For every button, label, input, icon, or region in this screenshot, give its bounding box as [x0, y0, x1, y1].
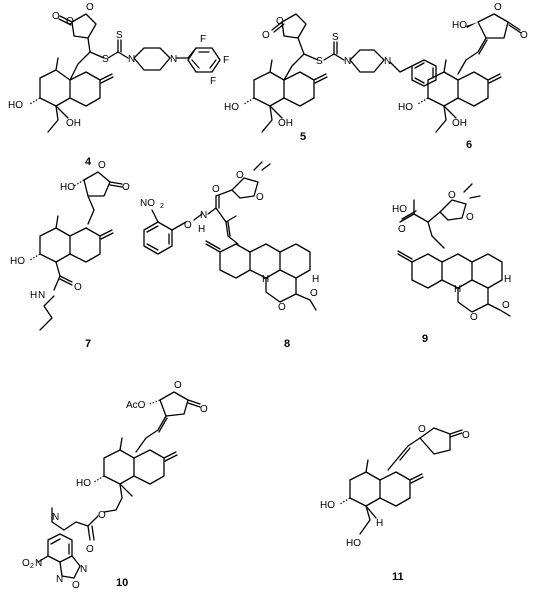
compound-8-oxyamine-n: N	[200, 210, 207, 221]
compound-6-structure: HO O O HO OH	[398, 2, 528, 133]
compound-8-amide-oxygen: O	[212, 184, 220, 195]
compound-4-hydroxyl-label: HO	[8, 100, 23, 111]
compound-6-carbonyl-oxygen: O	[520, 30, 528, 41]
compound-10-acetoxy-label: AcO	[126, 400, 146, 411]
compound-6-ring-oxygen: O	[494, 2, 502, 13]
compound-6-label: 6	[466, 139, 472, 151]
compound-9-acetonide-oxygen-1: O	[470, 312, 478, 323]
compound-4-thione-sulfur: S	[116, 30, 123, 41]
compound-10-ester-oxygen: O	[98, 510, 106, 521]
compound-4-lactone-oxygen: O	[66, 16, 74, 27]
compound-10-hydroxyl-label: HO	[76, 478, 91, 489]
compound-6-hydroxyl-label: HO	[452, 20, 467, 31]
compound-5-ring-oxygen: O	[276, 16, 284, 27]
compound-11-ring-h: H	[376, 518, 383, 529]
compound-4-ring-oxygen: O	[86, 2, 94, 13]
compound-10-oxadiazole-o: O	[72, 580, 80, 591]
compound-10-structure: AcO O O HO O O N N O N O 2 N	[22, 380, 208, 591]
compound-4-carbonyl-oxygen: O	[52, 11, 60, 22]
compound-10-nitro-n: N	[35, 558, 42, 569]
compound-11-carbonyl-oxygen: O	[462, 430, 470, 441]
compound-7-ring-oxygen: O	[98, 160, 106, 171]
compound-7-structure: HO O O HO O H N	[10, 160, 130, 331]
compound-10-label: 10	[116, 577, 128, 589]
compound-4-hydroxymethyl-label: OH	[66, 118, 81, 129]
compound-5-nitrogen-1: N	[344, 56, 351, 67]
compound-8-ring-h: H	[262, 274, 269, 285]
compound-4-structure: HO O O O S S N N F F F OH	[8, 2, 229, 133]
compound-8-oxyamine-oxygen: O	[184, 220, 192, 231]
compound-7-amide-oxygen: O	[74, 282, 82, 293]
compound-10-ring-oxygen: O	[174, 380, 182, 391]
compound-5-sulfur: S	[316, 56, 323, 67]
compound-8-ring-h-2: H	[312, 274, 319, 285]
compound-9-hydroxyl-label: HO	[392, 204, 407, 215]
compound-5-carbonyl-oxygen: O	[262, 30, 270, 41]
compound-10-carbonyl-oxygen: O	[200, 404, 208, 415]
compound-11-structure: O O HO H HO	[320, 424, 470, 549]
compound-9-carbonyl-oxygen: O	[398, 224, 406, 235]
compound-11-ring-oxygen: O	[418, 424, 426, 435]
compound-4-sulfur: S	[102, 54, 109, 65]
compound-8-acetonide-oxygen-2: O	[310, 288, 318, 299]
compound-8-dioxolane-oxygen-2: O	[256, 192, 264, 203]
compound-4-fluorine-1: F	[200, 34, 206, 45]
compound-4-nitrogen-1: N	[128, 54, 135, 65]
compound-9-acetonide-oxygen-2: O	[502, 300, 510, 311]
compound-5-label: 5	[300, 131, 306, 143]
compound-6-hydroxymethyl-label: OH	[452, 118, 467, 129]
compound-8-dioxolane-oxygen-1: O	[236, 170, 244, 181]
compound-10-amine-n: N	[52, 512, 59, 523]
compound-5-thione-sulfur: S	[332, 32, 339, 43]
compound-7-amide-h: H	[30, 290, 37, 301]
compound-8-acetonide-oxygen-1: O	[278, 302, 286, 313]
compound-4-label: 4	[85, 156, 92, 168]
compound-9-label: 9	[422, 333, 428, 345]
compound-4-fluorine-2: F	[223, 55, 229, 66]
compound-8-nitro-label: NO	[140, 198, 155, 209]
compound-9-structure: HO O O O H H O O	[392, 183, 511, 323]
compound-10-oxadiazole-n-1: N	[80, 564, 87, 575]
compound-7-amide-n: N	[38, 290, 45, 301]
compound-6-hydroxyl-2-label: HO	[398, 102, 413, 113]
compound-10-ester-carbonyl-oxygen: O	[86, 544, 94, 555]
compound-5-hydroxyl-label: HO	[224, 102, 239, 113]
compound-8-structure: NO 2 O N H O O O H H O O	[140, 161, 319, 313]
compound-9-ring-h: H	[454, 284, 461, 295]
compound-7-hydroxyl-2-label: HO	[10, 256, 25, 267]
compound-10-nitro-subscript: 2	[30, 563, 34, 570]
compound-11-hydroxyl-label: HO	[320, 500, 335, 511]
compound-4-nitrogen-2: N	[170, 54, 177, 65]
compound-7-hydroxyl-label: HO	[60, 182, 75, 193]
compound-9-ring-h-2: H	[504, 274, 511, 285]
compound-5-hydroxymethyl-label: OH	[278, 118, 293, 129]
compound-7-label: 7	[85, 338, 91, 350]
compound-9-dioxolane-oxygen-2: O	[466, 212, 474, 223]
compound-8-label: 8	[284, 338, 290, 350]
compound-10-oxadiazole-n-2: N	[56, 574, 63, 585]
compound-8-oxyamine-h: H	[198, 224, 205, 235]
compound-11-label: 11	[392, 571, 404, 583]
compound-5-nitrogen-2: N	[384, 56, 391, 67]
compound-7-carbonyl-oxygen: O	[122, 182, 130, 193]
compound-4-fluorine-3: F	[210, 76, 216, 87]
compound-11-hydroxymethyl-label: HO	[346, 538, 361, 549]
compound-5-structure: HO O O S S N N OH	[224, 13, 437, 133]
compound-10-nitro-label: O	[22, 558, 30, 569]
compound-9-dioxolane-oxygen-1: O	[448, 190, 456, 201]
compound-8-nitro-subscript: 2	[160, 203, 164, 210]
